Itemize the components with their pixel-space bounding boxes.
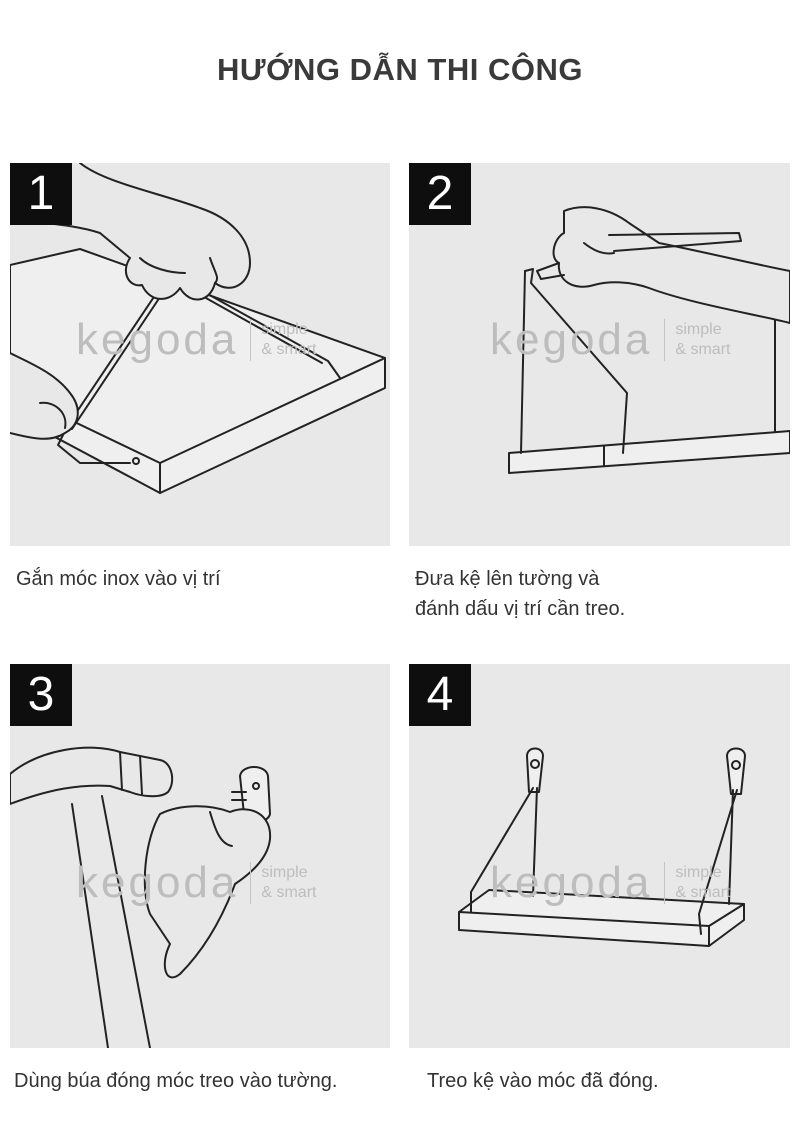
watermark-logo: kegoda [490,315,653,364]
step-number-badge: 1 [10,163,72,225]
hung-shelf-illustration [458,747,746,947]
watermark-divider [250,319,252,361]
step-2-illustration-panel: 2 kegoda simple & smart [409,163,790,546]
step-number-badge: 3 [10,664,72,726]
step-1-caption: Gắn móc inox vào vị trí [16,568,221,590]
watermark-tagline: simple & smart [261,321,317,358]
watermark-divider [664,319,666,361]
step-number-badge: 2 [409,163,471,225]
step-2-caption: Đưa kệ lên tường và đánh dấu vị trí cần … [415,568,626,620]
step-4-caption: Treo kệ vào móc đã đóng. [427,1070,659,1092]
step-4-illustration-panel: 4 kegoda simple & smart [409,664,790,1048]
watermark: kegoda simple & smart [490,315,730,365]
watermark-divider [250,862,252,904]
watermark: kegoda simple & smart [76,315,316,365]
step-3-caption: Dùng búa đóng móc treo vào tường. [14,1070,338,1092]
watermark-divider [664,862,666,904]
step-number-badge: 4 [409,664,471,726]
step-1-illustration-panel: 1 kegoda simple & smart [10,163,390,546]
watermark: kegoda simple & smart [76,858,316,908]
watermark: kegoda simple & smart [490,858,730,908]
watermark-logo: kegoda [76,858,239,907]
watermark-logo: kegoda [490,858,653,907]
watermark-tagline: simple & smart [675,321,731,358]
hand-with-pencil-illustration [508,206,790,474]
step-3-illustration-panel: 3 kegoda simple & smart [10,664,390,1048]
watermark-tagline: simple & smart [261,864,317,901]
page-title: HƯỚNG DẪN THI CÔNG [217,52,583,87]
watermark-tagline: simple & smart [675,864,731,901]
hammer-illustration [10,746,272,1048]
watermark-logo: kegoda [76,315,239,364]
